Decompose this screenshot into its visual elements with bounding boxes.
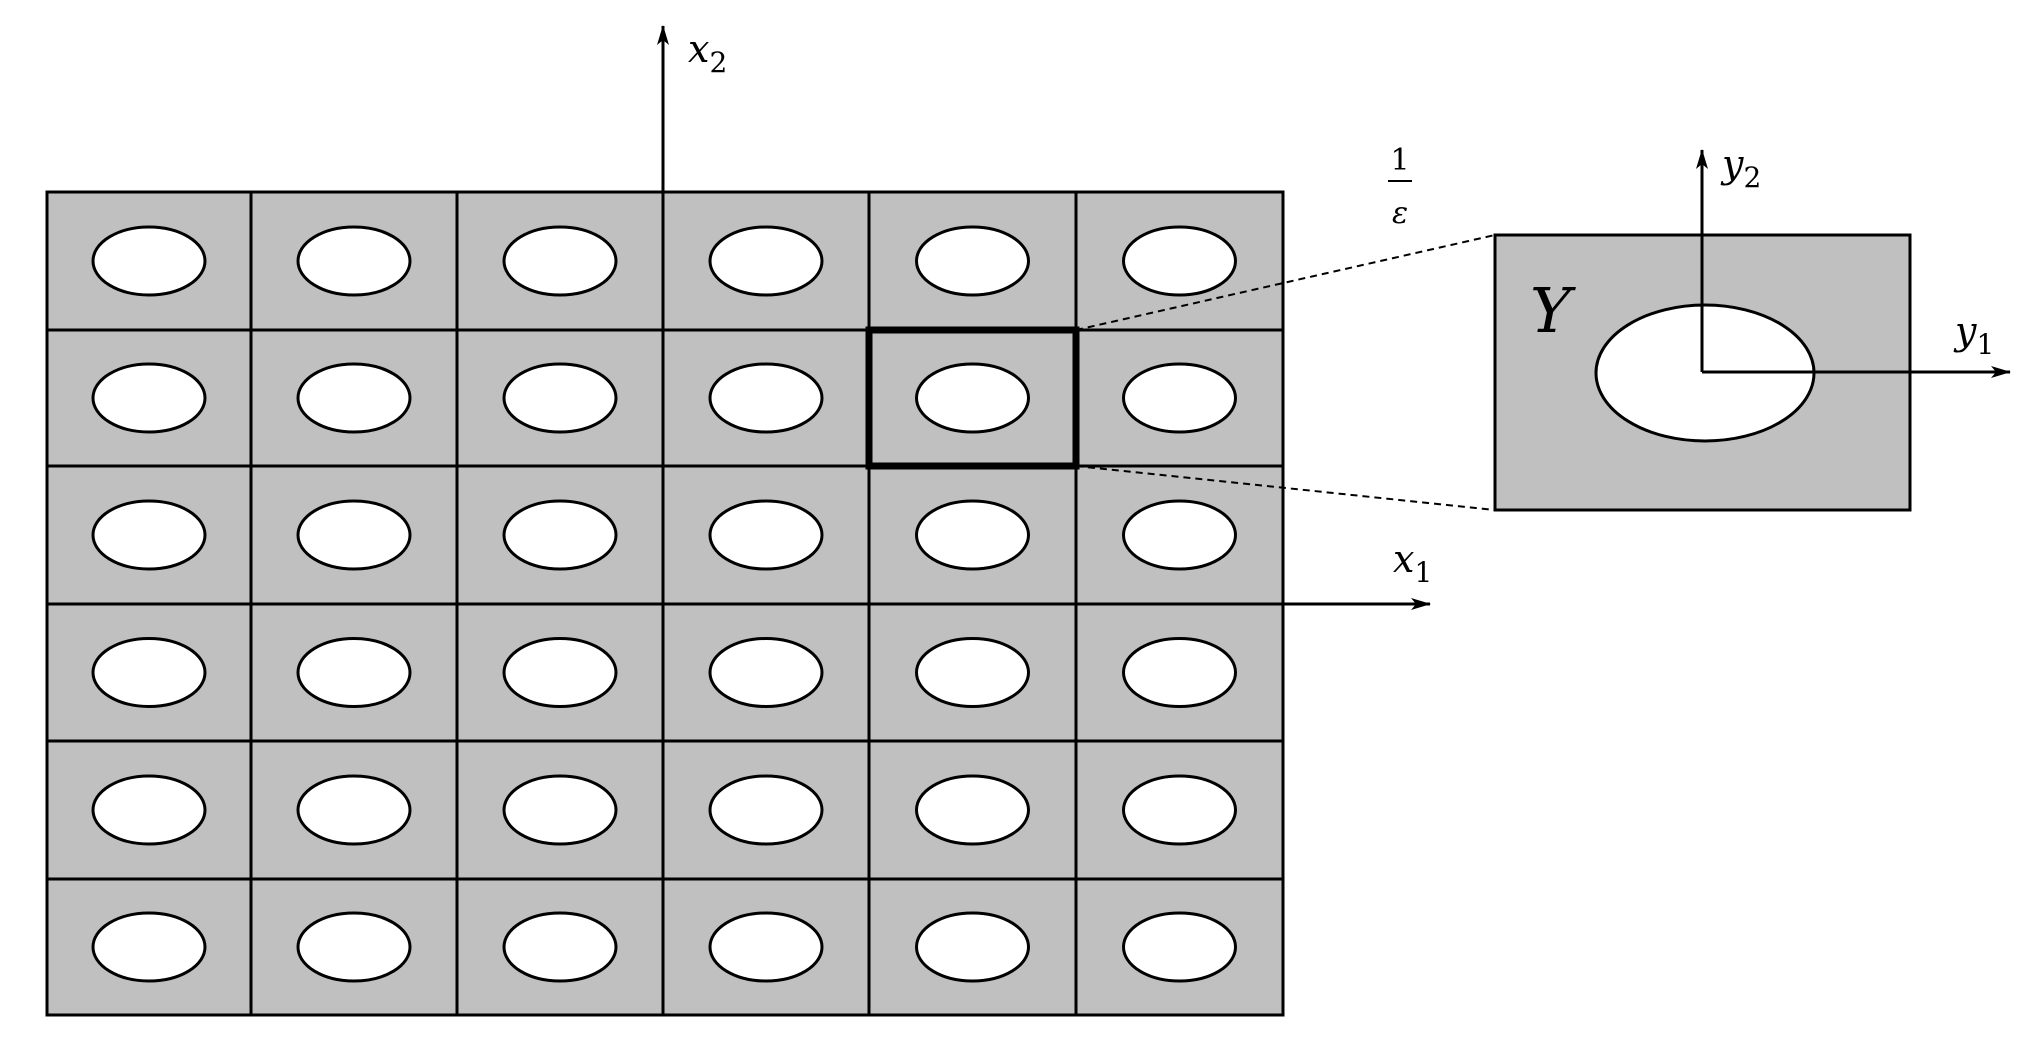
scale-factor-label: 1 ε xyxy=(1388,143,1412,231)
x2-label: x2 xyxy=(688,27,727,79)
inclusion-ellipse xyxy=(296,225,412,297)
y2-label: y2 xyxy=(1720,142,1761,194)
y1-label: y1 xyxy=(1953,309,1994,361)
inclusion-ellipse xyxy=(915,225,1030,297)
inclusion-ellipse xyxy=(708,362,824,434)
inclusion-ellipse xyxy=(502,499,618,571)
inclusion-ellipse xyxy=(1122,637,1237,708)
inclusion-ellipse xyxy=(502,225,618,297)
inclusion-ellipse xyxy=(91,774,207,846)
inclusion-ellipse xyxy=(502,362,618,434)
inclusion-ellipse xyxy=(296,911,412,983)
grid-cell xyxy=(661,602,871,743)
inclusion-ellipse xyxy=(915,362,1030,434)
inclusion-ellipse xyxy=(708,637,824,708)
scale-numerator: 1 xyxy=(1390,143,1409,178)
inclusion-ellipse xyxy=(708,911,824,983)
inclusion-ellipse xyxy=(915,911,1030,983)
inclusion-ellipse xyxy=(1122,911,1237,983)
inclusion-ellipse xyxy=(296,362,412,434)
highlighted-cell xyxy=(865,326,1080,470)
inclusion-ellipse xyxy=(296,499,412,571)
scale-denominator: ε xyxy=(1392,196,1408,231)
zoom-connector-bottom xyxy=(1075,465,1496,511)
inclusion-ellipse xyxy=(502,637,618,708)
unit-cell-zoom: Y xyxy=(1493,149,2011,512)
inclusion-ellipse xyxy=(915,774,1030,846)
inclusion-ellipse xyxy=(1122,774,1237,846)
grid-cell xyxy=(249,328,459,468)
inclusion-ellipse xyxy=(502,911,618,983)
inclusion-ellipse xyxy=(915,499,1030,571)
inclusion-ellipse xyxy=(708,774,824,846)
unit-cell-label: Y xyxy=(1530,274,1576,347)
inclusion-ellipse xyxy=(91,225,207,297)
inclusion-ellipse xyxy=(1122,362,1237,434)
inclusion-ellipse xyxy=(91,911,207,983)
inclusion-ellipse xyxy=(296,637,412,708)
inclusion-ellipse xyxy=(296,774,412,846)
inclusion-ellipse xyxy=(91,637,207,708)
periodic-grid xyxy=(45,190,1285,1017)
inclusion-ellipse xyxy=(708,499,824,571)
inclusion-ellipse xyxy=(1122,499,1237,571)
inclusion-ellipse xyxy=(502,774,618,846)
inclusion-ellipse xyxy=(91,362,207,434)
inclusion-ellipse xyxy=(91,499,207,571)
x1-label: x1 xyxy=(1393,537,1432,589)
inclusion-ellipse xyxy=(708,225,824,297)
grid-cell xyxy=(249,464,459,606)
inclusion-ellipse xyxy=(1122,225,1237,297)
inclusion-ellipse xyxy=(915,637,1030,708)
